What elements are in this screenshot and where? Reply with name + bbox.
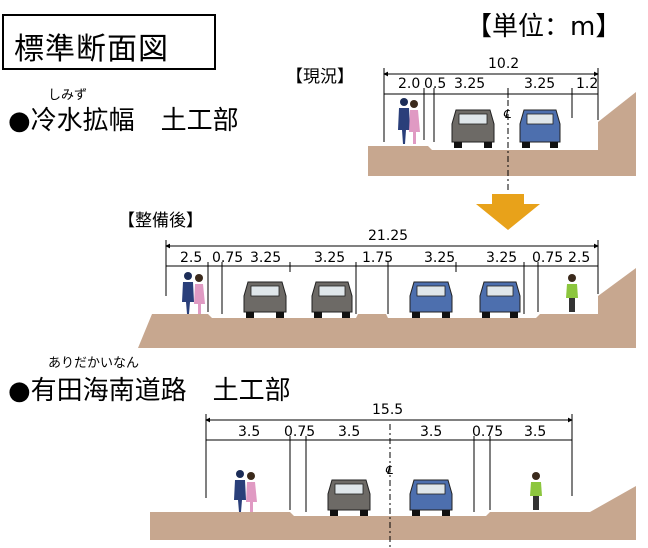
after-dim-7: 0.75 — [532, 250, 564, 266]
after-pedestrians-icon — [182, 272, 205, 314]
after-dim-3: 3.25 — [314, 250, 346, 266]
after-dim-1: 0.75 — [212, 250, 244, 266]
after-car-2-icon — [311, 281, 353, 318]
after-dim-4: 1.75 — [362, 250, 394, 266]
section2-ground — [150, 486, 636, 540]
current-dimension-lines — [383, 68, 599, 142]
current-pedestrians-icon — [398, 98, 420, 144]
current-dim-3: 3.25 — [524, 76, 556, 92]
title-box: 標準断面図 — [2, 14, 216, 70]
section2-dimension-lines — [205, 414, 573, 512]
section2-ruby: ありだかいなん — [48, 356, 140, 371]
current-centerline-symbol: ℄ — [503, 107, 511, 121]
current-dim-0: 2.0 — [398, 76, 421, 92]
section1-ruby: しみず — [48, 88, 88, 103]
after-cyclist-icon — [566, 274, 578, 312]
after-car-4-icon — [479, 281, 521, 318]
after-dim-2: 3.25 — [250, 250, 282, 266]
section2-cyclist-icon — [530, 472, 542, 510]
current-dim-4: 1.2 — [576, 76, 599, 92]
after-dim-8: 2.5 — [568, 250, 591, 266]
after-dimension-lines — [165, 240, 599, 314]
section2-heading: ●有田海南道路 土工部 — [8, 376, 291, 406]
s2-dim-3: 3.5 — [420, 424, 443, 440]
after-car-1-icon — [243, 281, 287, 318]
page-title: 標準断面図 — [14, 32, 169, 67]
current-dim-1: 0.5 — [424, 76, 447, 92]
s2-dim-0: 3.5 — [238, 424, 261, 440]
current-total-dim: 10.2 — [488, 56, 520, 72]
after-dim-6: 3.25 — [486, 250, 518, 266]
after-ground — [138, 268, 636, 348]
section2-car-blue-icon — [409, 479, 453, 516]
section2-centerline-symbol: ℄ — [385, 463, 393, 477]
s2-dim-5: 3.5 — [524, 424, 547, 440]
current-label: 【現況】 — [286, 67, 354, 87]
current-car-grey-icon — [451, 109, 495, 148]
section1-heading: ●冷水拡幅 土工部 — [8, 106, 239, 136]
after-label: 【整備後】 — [118, 211, 203, 231]
s2-dim-2: 3.5 — [338, 424, 361, 440]
after-dim-5: 3.25 — [424, 250, 456, 266]
after-car-3-icon — [409, 281, 453, 318]
current-car-blue-icon — [519, 109, 561, 148]
current-ground — [368, 92, 636, 176]
section2-car-grey-icon — [327, 479, 371, 516]
transition-arrow-icon — [476, 194, 540, 230]
section2-pedestrians-icon — [234, 470, 257, 512]
current-dim-2: 3.25 — [454, 76, 486, 92]
after-total-dim: 21.25 — [368, 228, 409, 244]
after-dim-0: 2.5 — [180, 250, 203, 266]
s2-dim-4: 0.75 — [472, 424, 504, 440]
s2-dim-1: 0.75 — [284, 424, 316, 440]
section2-total-dim: 15.5 — [372, 402, 404, 418]
unit-label: 【単位：m】 — [466, 12, 622, 42]
